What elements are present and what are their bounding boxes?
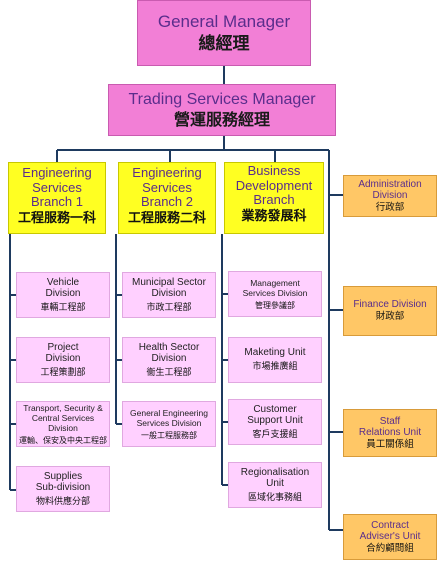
unit-label-zh: 物料供應分部 [35,497,90,508]
unit-management-services-division: Management Services Division 管理參議部 [228,271,322,317]
unit-label-zh: 客戶支援組 [252,430,298,441]
branch-engineering-1: Engineering Services Branch 1 工程服務一科 [8,162,106,234]
unit-label: Division [372,190,408,202]
unit-label: Administration [358,178,422,190]
unit-health-sector-division: Health Sector Division 衞生工程部 [122,337,216,383]
unit-customer-support: Customer Support Unit 客戶支援組 [228,399,322,445]
unit-label: Regionalisation [240,466,310,478]
branch-label-zh: 業務發展科 [241,208,307,224]
unit-label: Management [250,277,300,288]
trading-services-manager-box: Trading Services Manager 營運服務經理 [108,84,336,136]
unit-label-zh: 衞生工程部 [146,368,192,379]
general-manager-title: General Manager [157,11,291,31]
unit-staff-relations: Staff Relations Unit 員工關係組 [343,409,437,457]
unit-finance-division: Finance Division 財政部 [343,286,437,336]
branch-label-zh: 工程服務一科 [17,210,96,226]
unit-label: Maketing Unit [244,347,306,359]
unit-label: Contract [371,519,409,531]
unit-label-zh: 管理參議部 [255,300,295,310]
branch-label: Services [32,179,82,195]
general-manager-title-zh: 總經理 [198,33,250,54]
unit-label: Municipal Sector [132,276,206,288]
unit-municipal-sector-division: Municipal Sector Division 市政工程部 [122,272,216,318]
branch-label: Business [247,163,301,178]
branch-label: Engineering [132,165,202,180]
unit-transport-security-division: Transport, Security & Central Services D… [16,401,110,447]
unit-label-zh: 區域化事務組 [247,493,302,504]
unit-regionalisation: Regionalisation Unit 區域化事務組 [228,462,322,508]
unit-label: Relations Unit [358,427,422,439]
unit-label: Central Services Division [31,412,95,433]
unit-vehicle-division: Vehicle Division 車輛工程部 [16,272,110,318]
unit-contract-advisers: Contract Adviser's Unit 合約顧問組 [343,514,437,560]
unit-label: Customer [253,403,297,415]
unit-label-zh: 合約顧問組 [366,542,414,554]
unit-general-engineering-division: General Engineering Services Division 一般… [122,401,216,447]
unit-label: Finance Division [353,299,427,311]
unit-label: Services Division [136,417,202,428]
branch-label: Branch 1 [30,194,84,210]
branch-engineering-2: Engineering Services Branch 2 工程服務二科 [118,162,216,234]
unit-supplies-subdivision: Supplies Sub-division 物料供應分部 [16,466,110,512]
branch-business-development: Business Development Branch 業務發展科 [224,162,324,234]
branch-label: Branch 2 [140,194,194,210]
unit-project-division: Project Division 工程策劃部 [16,337,110,383]
unit-label: Division [45,288,81,300]
unit-label: Supplies [43,470,83,482]
unit-label: General Engineering [130,407,208,418]
unit-label: Division [151,353,187,365]
trading-manager-title-zh: 營運服務經理 [173,110,270,129]
unit-label-zh: 運輸、保安及中央工程部 [19,435,107,445]
unit-label-zh: 車輛工程部 [40,303,86,314]
unit-marketing: Maketing Unit 市場推廣組 [228,337,322,383]
unit-label: Health Sector [138,341,200,353]
unit-label-zh: 一般工程服務部 [141,430,197,440]
branch-label: Branch [253,192,295,208]
unit-label-zh: 市政工程部 [146,303,192,314]
branch-label: Development [235,177,313,193]
unit-label: Services Division [242,287,308,298]
unit-label: Support Unit [247,415,303,427]
unit-label-zh: 行政部 [375,201,405,213]
trading-manager-title: Trading Services Manager [128,90,316,108]
branch-label-zh: 工程服務二科 [127,210,206,226]
unit-label: Vehicle [46,276,80,288]
branch-label: Services [142,179,192,195]
unit-label: Unit [266,478,284,490]
branch-label: Engineering [22,165,92,180]
unit-label: Sub-division [35,482,91,494]
unit-label: Division [45,353,81,365]
unit-label: Project [47,341,79,353]
unit-label-zh: 市場推廣組 [252,362,298,373]
unit-label-zh: 員工關係組 [366,438,414,450]
unit-label: Transport, Security & [23,402,103,413]
unit-administration-division: Administration Division 行政部 [343,175,437,217]
unit-label: Adviser's Unit [359,531,421,543]
unit-label: Staff [379,415,401,427]
unit-label: Division [151,288,187,300]
unit-label-zh: 工程策劃部 [40,368,86,379]
unit-label-zh: 財政部 [375,310,405,322]
general-manager-box: General Manager 總經理 [137,0,311,66]
